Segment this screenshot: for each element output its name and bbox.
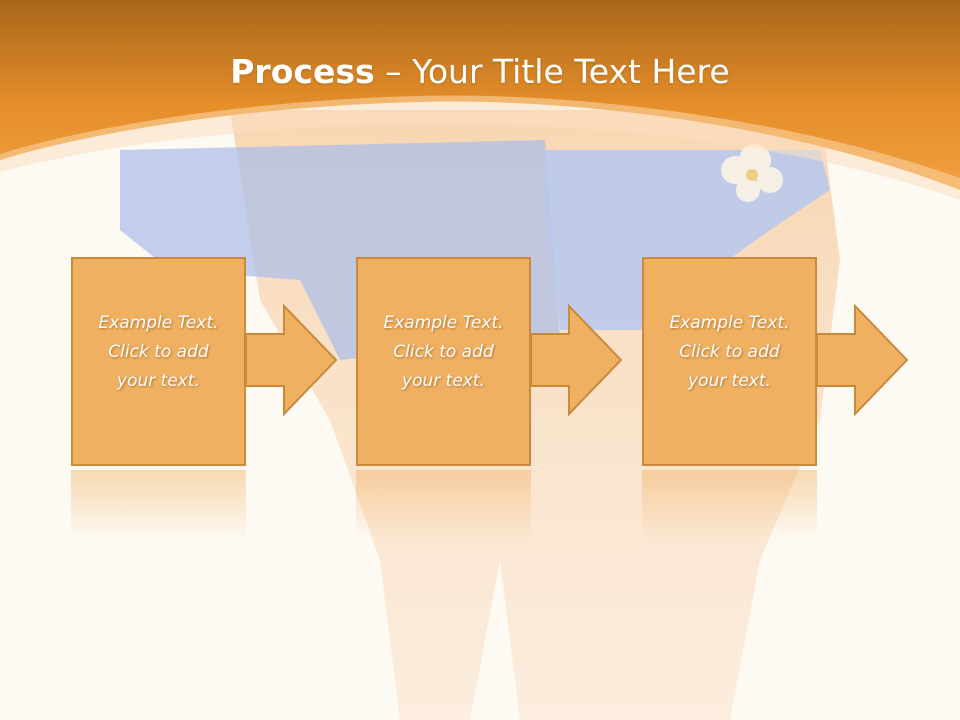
step-line-2: Click to add: [679, 342, 780, 362]
step-box: [71, 257, 246, 466]
step-text[interactable]: Example Text. Click to add your text.: [356, 309, 531, 396]
step-line-2: Click to add: [108, 342, 209, 362]
header-band: [0, 0, 960, 200]
step-line-1: Example Text.: [383, 313, 504, 333]
step-text[interactable]: Example Text. Click to add your text.: [642, 309, 817, 396]
step-box: [356, 257, 531, 466]
process-step-2[interactable]: Example Text. Click to add your text.: [356, 257, 531, 466]
process-step-3[interactable]: Example Text. Click to add your text.: [642, 257, 817, 466]
process-step-1[interactable]: Example Text. Click to add your text.: [71, 257, 246, 466]
step-line-3: your text.: [402, 371, 485, 391]
step-line-1: Example Text.: [669, 313, 790, 333]
step-line-3: your text.: [688, 371, 771, 391]
step-reflection: [71, 470, 246, 540]
step-text[interactable]: Example Text. Click to add your text.: [71, 309, 246, 396]
arrow-right-icon: [816, 303, 909, 417]
step-line-2: Click to add: [393, 342, 494, 362]
title-rest: – Your Title Text Here: [374, 52, 730, 91]
arrow-right-icon: [245, 303, 338, 417]
step-reflection: [356, 470, 531, 540]
title-bold: Process: [230, 52, 375, 91]
arrow-right-icon: [530, 303, 623, 417]
step-box: [642, 257, 817, 466]
step-line-3: your text.: [117, 371, 200, 391]
page-title: Process – Your Title Text Here: [0, 52, 960, 91]
step-reflection: [642, 470, 817, 540]
step-line-1: Example Text.: [98, 313, 219, 333]
